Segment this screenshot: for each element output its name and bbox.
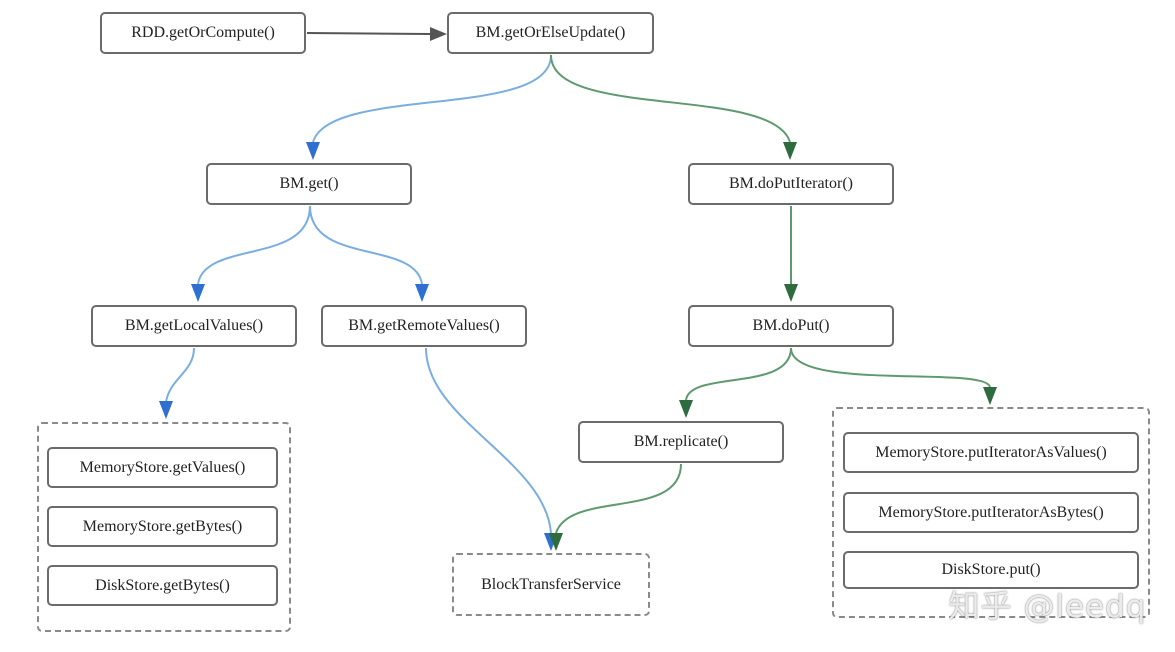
edge-bm-get-or-else-update-to-bm-do-put-iterator-arrowhead: [783, 142, 797, 160]
edge-bm-get-to-bm-get-local-values: [197, 205, 311, 285]
node-bm-replicate: BM.replicate(): [578, 421, 784, 463]
put-store-group: [832, 407, 1150, 618]
put-store-item: MemoryStore.putIteratorAsBytes(): [843, 492, 1139, 533]
watermark-text: 知乎 @leedq: [948, 588, 1147, 625]
put-store-item: DiskStore.put(): [843, 551, 1139, 589]
node-bm-do-put-iterator: BM.doPutIterator(): [688, 163, 894, 205]
edge-bm-do-put-to-bm-replicate: [685, 347, 792, 401]
node-bm-get: BM.get(): [206, 163, 412, 205]
edge-bm-get-remote-values-to-block-transfer-service: [425, 347, 552, 534]
node-bm-do-put: BM.doPut(): [688, 305, 894, 347]
edge-bm-get-or-else-update-to-bm-get: [312, 54, 552, 143]
local-store-item: MemoryStore.getValues(): [47, 447, 278, 488]
edge-bm-get-to-bm-get-remote-values-arrowhead: [415, 284, 429, 302]
edge-bm-do-put-to-put-store-group-arrowhead: [983, 387, 997, 405]
edge-bm-get-to-bm-get-local-values-arrowhead: [191, 284, 205, 302]
edge-bm-get-local-values-to-local-store-group: [165, 347, 195, 403]
edge-rdd-get-or-compute-to-bm-get-or-else-update: [306, 32, 431, 35]
edge-bm-replicate-to-block-transfer-service: [555, 463, 682, 534]
node-bm-get-remote-values: BM.getRemoteValues(): [321, 305, 527, 347]
local-store-group: [37, 422, 291, 632]
local-store-item: MemoryStore.getBytes(): [47, 506, 278, 547]
node-block-transfer-service: BlockTransferService: [452, 553, 650, 616]
local-store-item: DiskStore.getBytes(): [47, 565, 278, 606]
edge-rdd-get-or-compute-to-bm-get-or-else-update-arrowhead: [430, 27, 447, 41]
put-store-item: MemoryStore.putIteratorAsValues(): [843, 432, 1139, 473]
edge-bm-do-put-to-bm-replicate-arrowhead: [679, 400, 693, 418]
edge-bm-do-put-iterator-to-bm-do-put-arrowhead: [784, 284, 798, 302]
edge-bm-get-or-else-update-to-bm-get-arrowhead: [306, 142, 320, 160]
edge-bm-replicate-to-block-transfer-service-arrowhead: [549, 533, 563, 551]
node-bm-get-or-else-update: BM.getOrElseUpdate(): [447, 12, 654, 54]
edge-bm-get-to-bm-get-remote-values: [309, 205, 423, 285]
edge-bm-get-local-values-to-local-store-group-arrowhead: [159, 401, 173, 419]
node-rdd-get-or-compute: RDD.getOrCompute(): [100, 12, 306, 54]
edge-bm-get-or-else-update-to-bm-do-put-iterator: [550, 54, 791, 143]
node-bm-get-local-values: BM.getLocalValues(): [91, 305, 297, 347]
edge-bm-do-put-to-put-store-group: [790, 347, 991, 388]
